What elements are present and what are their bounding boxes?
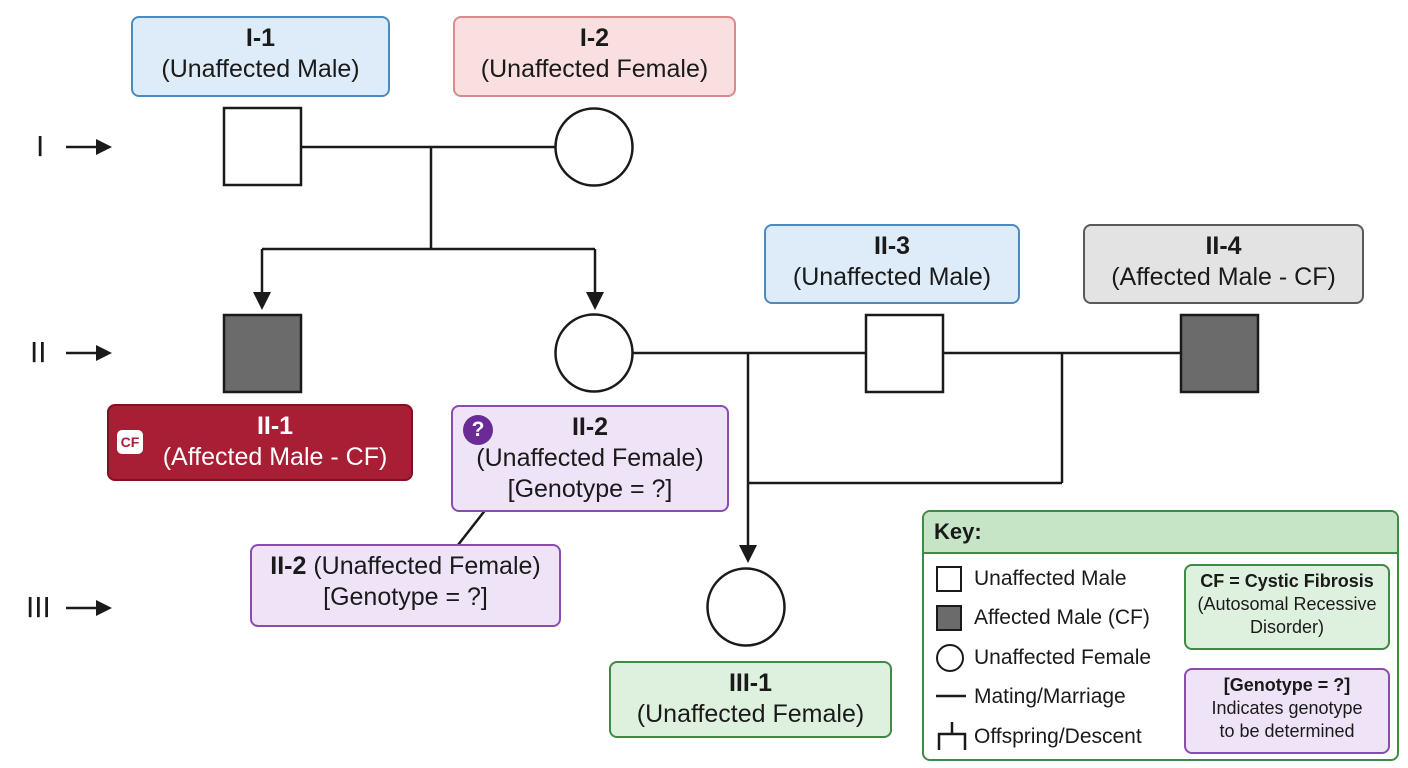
label-I1: I-1 (Unaffected Male) [131, 16, 390, 97]
label-I2-desc: (Unaffected Female) [480, 55, 709, 83]
label-III1-id: III-1 [728, 669, 773, 697]
key-item-affected-male: Affected Male (CF) [974, 606, 1150, 629]
label-I1-desc: (Unaffected Male) [161, 55, 360, 83]
label-II4: II-4 (Affected Male - CF) [1083, 224, 1364, 304]
key-title: Key: [924, 512, 1397, 554]
unaffected-female-circle-icon [936, 644, 964, 672]
key-genotype-line1: Indicates genotype [1211, 698, 1363, 718]
label-III1: III-1 (Unaffected Female) [609, 661, 892, 738]
callout-line1: II-2 (Unaffected Female) [252, 551, 559, 582]
label-II3: II-3 (Unaffected Male) [764, 224, 1020, 304]
callout-II2: II-2 (Unaffected Female) [Genotype = ?] [250, 544, 561, 627]
generation-label-II: II [30, 336, 47, 369]
generation-label-I: I [36, 130, 45, 163]
label-II2-id: II-2 [571, 413, 609, 441]
key-item-offspring: Offspring/Descent [974, 725, 1142, 748]
individual-II4-square[interactable] [1179, 313, 1260, 394]
label-I2: I-2 (Unaffected Female) [453, 16, 736, 97]
question-badge-icon: ? [463, 415, 493, 445]
affected-male-square-icon [936, 605, 962, 631]
individual-III1-circle[interactable] [706, 567, 786, 647]
label-II1-id: II-1 [256, 412, 294, 440]
mating-line-icon [936, 694, 966, 698]
key-item-mating: Mating/Marriage [974, 685, 1126, 708]
key-cf-title: CF = Cystic Fibrosis [1200, 571, 1374, 591]
individual-I2-circle[interactable] [554, 107, 634, 187]
label-II4-desc: (Affected Male - CF) [1111, 263, 1336, 291]
key-genotype-line2: to be determined [1219, 721, 1355, 741]
label-III1-desc: (Unaffected Female) [636, 700, 865, 728]
key-cf-line2: Disorder) [1249, 617, 1324, 637]
individual-I1-square[interactable] [222, 106, 303, 187]
label-II2-desc: (Unaffected Female) [476, 444, 704, 472]
key-item-unaffected-female: Unaffected Female [974, 646, 1152, 669]
individual-II1-square[interactable] [222, 313, 303, 394]
callout-genotype: [Genotype = ?] [323, 583, 488, 611]
callout-desc: (Unaffected Female) [313, 552, 541, 580]
label-II3-id: II-3 [873, 232, 911, 260]
key-genotype-title: [Genotype = ?] [1223, 675, 1351, 695]
generation-label-III: III [26, 591, 51, 624]
individual-II3-square[interactable] [864, 313, 945, 394]
label-II2: ? II-2 (Unaffected Female) [Genotype = ?… [451, 405, 729, 512]
label-II2-genotype: [Genotype = ?] [507, 475, 673, 503]
offspring-descent-icon [937, 722, 967, 750]
label-II1-desc: (Affected Male - CF) [162, 443, 388, 471]
cf-badge-icon: CF [117, 430, 143, 454]
key-genotype-definition: [Genotype = ?] Indicates genotype to be … [1184, 668, 1390, 754]
key-panel: Key: Unaffected Male Affected Male (CF) … [922, 510, 1399, 761]
label-I2-id: I-2 [579, 24, 610, 52]
individual-II2-circle[interactable] [554, 313, 634, 393]
unaffected-male-square-icon [936, 566, 962, 592]
key-cf-definition: CF = Cystic Fibrosis (Autosomal Recessiv… [1184, 564, 1390, 650]
label-II3-desc: (Unaffected Male) [792, 263, 992, 291]
key-item-unaffected-male: Unaffected Male [974, 567, 1127, 590]
key-cf-line1: (Autosomal Recessive [1197, 594, 1377, 614]
label-II4-id: II-4 [1205, 232, 1242, 260]
label-I1-id: I-1 [245, 24, 276, 52]
callout-id: II-2 [270, 552, 307, 580]
label-II1: CF II-1 (Affected Male - CF) [107, 404, 413, 481]
